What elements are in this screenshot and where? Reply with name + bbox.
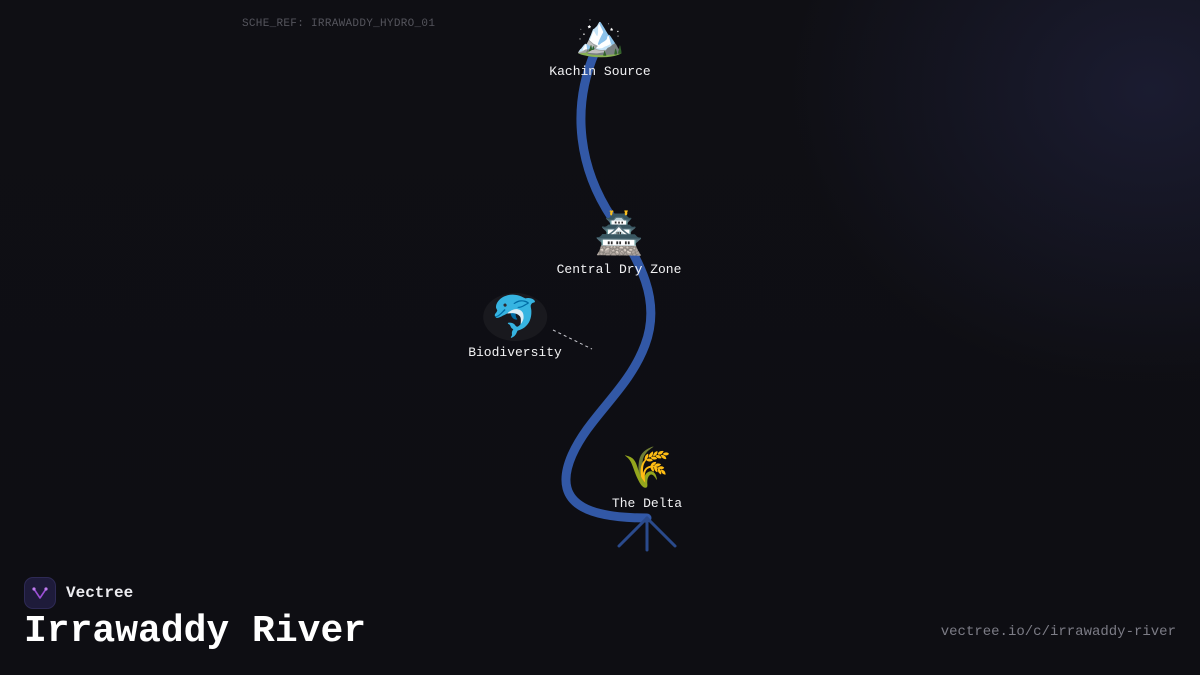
biodiversity-connector xyxy=(552,329,593,350)
rice-icon: 🌾 xyxy=(622,445,672,491)
node-label: The Delta xyxy=(611,496,683,511)
pagoda-icon: 🏯 xyxy=(594,211,644,257)
node-label: Biodiversity xyxy=(468,345,562,360)
node-kachin-source: 🏔️ Kachin Source xyxy=(549,12,650,79)
node-central-dry-zone: 🏯 Central Dry Zone xyxy=(557,210,682,277)
node-the-delta: 🌾 The Delta xyxy=(612,444,682,511)
river-path xyxy=(561,47,656,523)
brand[interactable]: Vectree xyxy=(24,577,133,609)
brand-name: Vectree xyxy=(66,584,134,602)
dolphin-icon-backdrop: 🐬 xyxy=(483,293,547,341)
delta-branches xyxy=(617,516,677,552)
reference-code: SCHE_REF: IRRAWADDY_HYDRO_01 xyxy=(242,18,436,30)
source-url-link[interactable]: vectree.io/c/irrawaddy-river xyxy=(940,624,1176,640)
vectree-logo-icon xyxy=(24,577,56,609)
mountain-icon: 🏔️ xyxy=(575,13,625,59)
node-label: Central Dry Zone xyxy=(556,262,682,277)
node-biodiversity: 🐬 Biodiversity xyxy=(468,293,562,360)
dolphin-icon: 🐬 xyxy=(490,294,540,340)
page-title: Irrawaddy River xyxy=(24,610,367,653)
node-label: Kachin Source xyxy=(549,64,651,79)
tree-fork-icon xyxy=(32,587,48,599)
